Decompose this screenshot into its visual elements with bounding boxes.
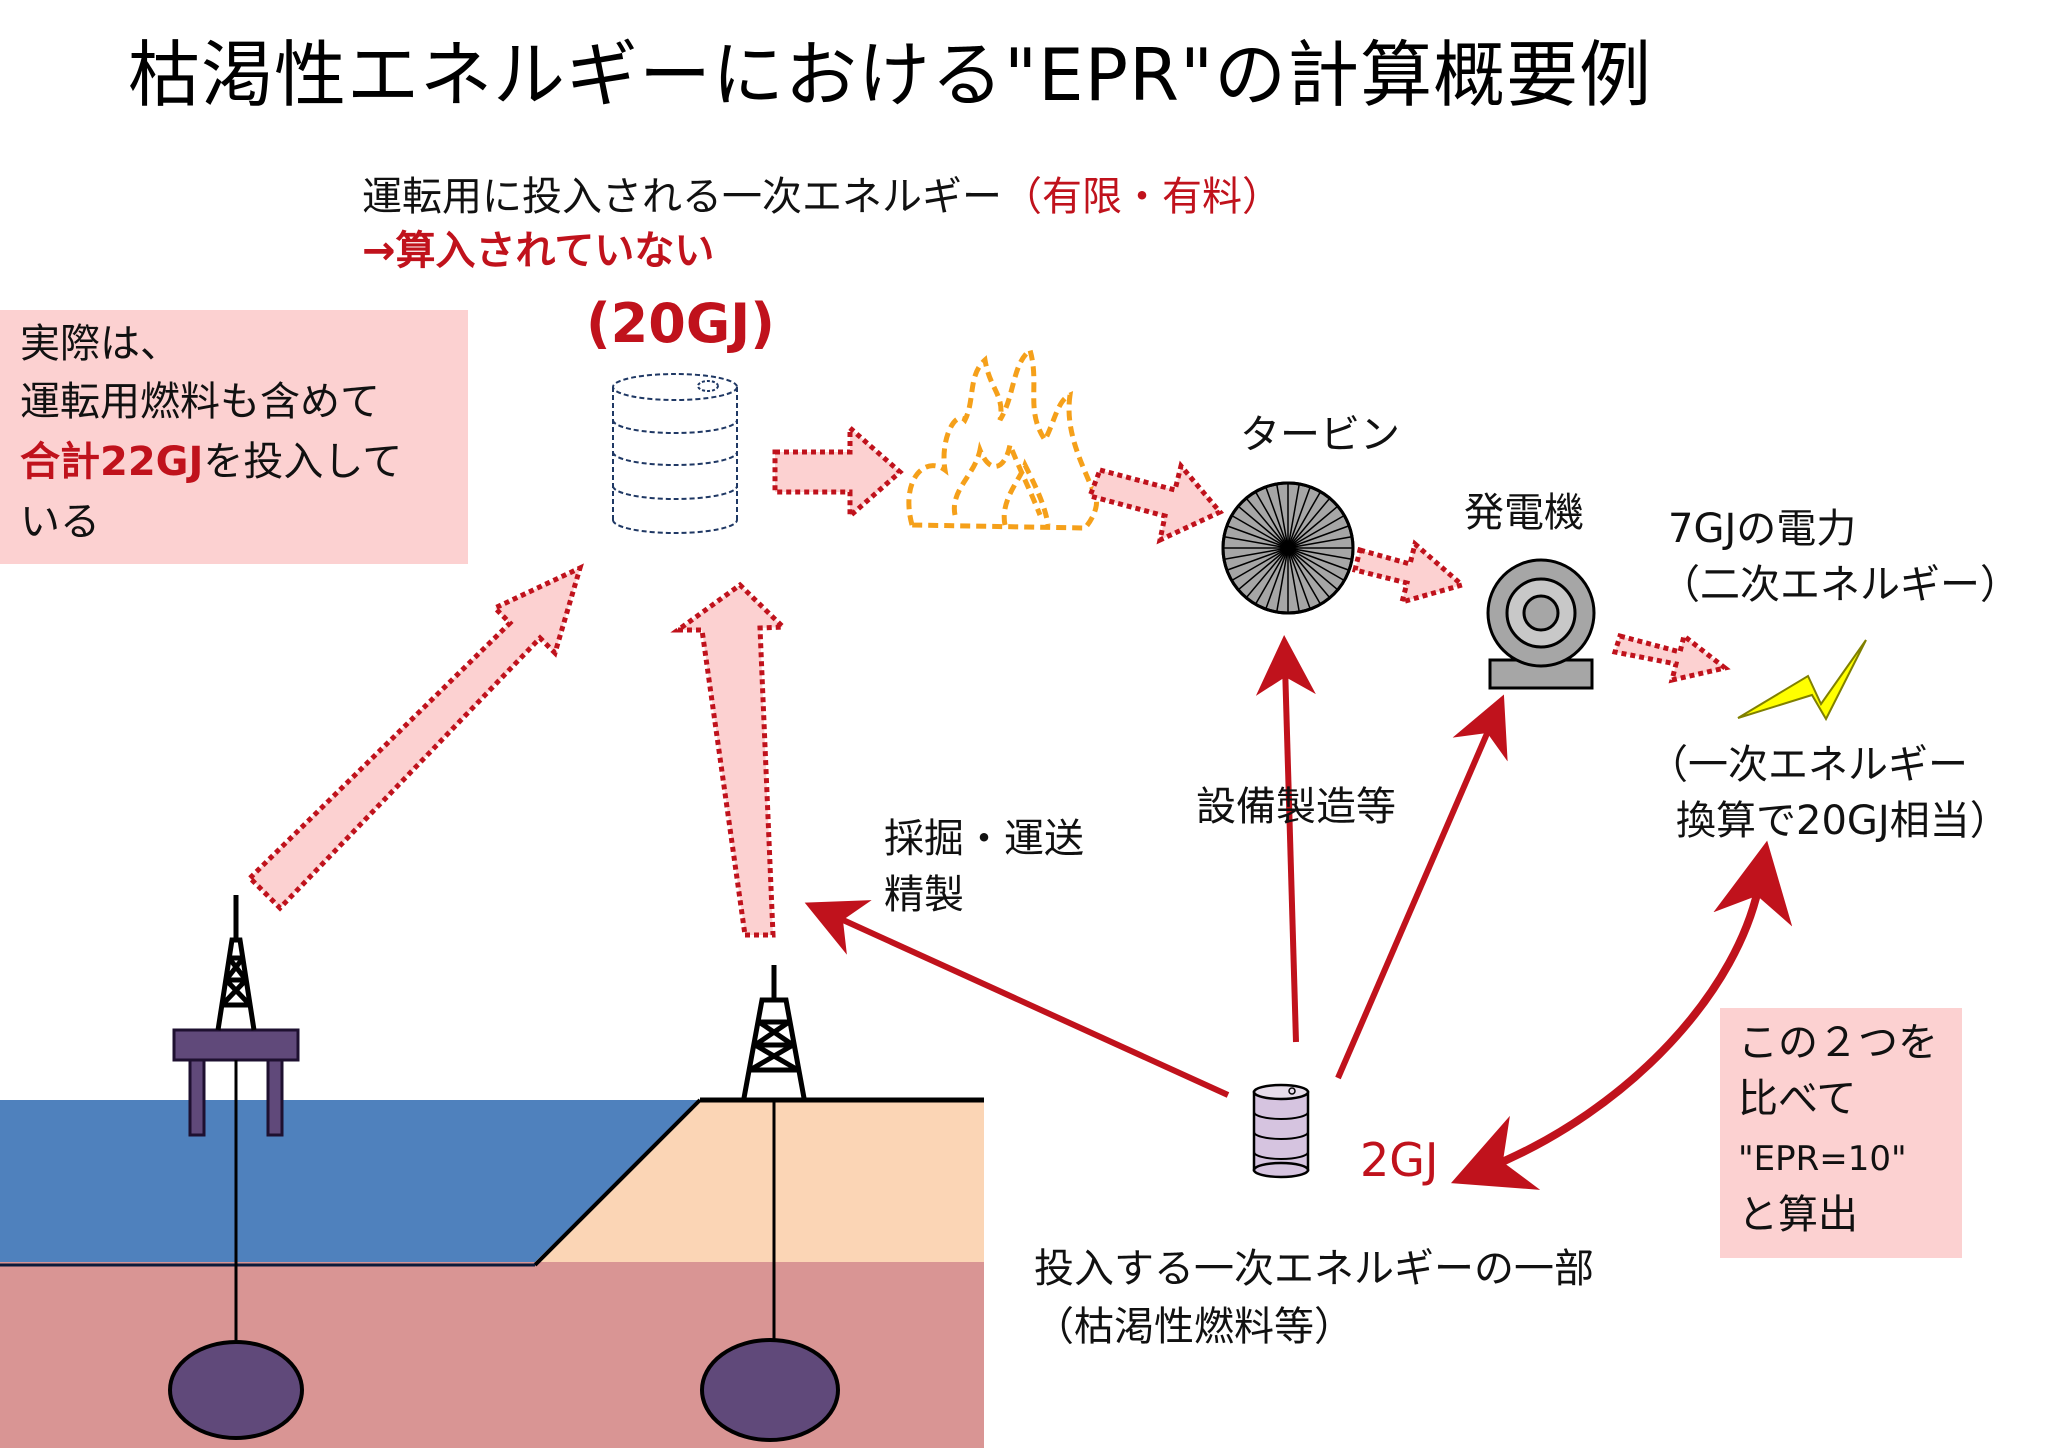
turbine-spoke bbox=[1224, 536, 1289, 549]
turbine-label: タービン bbox=[1240, 412, 1400, 458]
oil-reservoir-right bbox=[700, 1338, 840, 1442]
comparison-double-arrow bbox=[1450, 840, 1793, 1190]
flow-arrows bbox=[246, 422, 1731, 938]
arrow-to-mining bbox=[804, 900, 1230, 1098]
secondary-energy-label: （二次エネルギー） bbox=[1660, 562, 2020, 608]
turbine-spoke bbox=[1246, 498, 1289, 549]
turbine-spoke bbox=[1287, 515, 1344, 549]
epr-note-line1: この２つを bbox=[1738, 1020, 1938, 1066]
actual-note-box: 実際は、 運転用燃料も含めて 合計22GJを投入して いる bbox=[0, 310, 468, 564]
offshore-platform-icon bbox=[168, 895, 304, 1440]
epr-note-line4: と算出 bbox=[1738, 1192, 1858, 1238]
flow-arrow-flame-to-turbine bbox=[1086, 460, 1225, 545]
turbine-spoke bbox=[1227, 547, 1289, 571]
input-energy-label-line2: （枯渇性燃料等） bbox=[1034, 1304, 1354, 1350]
turbine-spoke bbox=[1265, 547, 1289, 609]
epr-note-line3: "EPR=10" bbox=[1738, 1139, 1907, 1179]
turbine-spoke bbox=[1246, 547, 1289, 598]
flame-icon bbox=[906, 345, 1100, 531]
actual-note-line3-rest: を投入して bbox=[203, 439, 403, 485]
sea-area bbox=[0, 1100, 700, 1262]
operation-energy-value: (20GJ) bbox=[586, 292, 775, 355]
turbine-spoke bbox=[1287, 547, 1300, 612]
mining-transport-label: 採掘・運送 bbox=[884, 816, 1084, 862]
turbine-spoke bbox=[1287, 547, 1352, 560]
turbine-spoke bbox=[1227, 525, 1289, 549]
actual-note-line4: いる bbox=[20, 499, 100, 545]
turbine-spoke bbox=[1276, 547, 1289, 612]
turbine-spoke bbox=[1224, 547, 1289, 560]
oil-reservoir-left bbox=[168, 1340, 304, 1440]
flow-arrow-tank-to-flame bbox=[772, 422, 904, 522]
turbine-spoke bbox=[1287, 547, 1338, 590]
epr-result-box: この２つを 比べて "EPR=10" と算出 bbox=[1720, 1008, 1962, 1258]
lightning-icon bbox=[1737, 639, 1867, 722]
turbine-spoke bbox=[1287, 536, 1352, 549]
input-energy-label-line1: 投入する一次エネルギーの一部 bbox=[1034, 1246, 1594, 1292]
equipment-drum-icon bbox=[1252, 1083, 1310, 1179]
primary-equivalent-line1: （一次エネルギー bbox=[1648, 742, 1968, 788]
turbine-spoke bbox=[1287, 547, 1349, 571]
actual-note-line3: 合計22GJを投入して bbox=[20, 438, 402, 486]
epr-note-line2: 比べて bbox=[1738, 1076, 1857, 1122]
turbine-spoke bbox=[1287, 547, 1344, 581]
turbine-spoke bbox=[1232, 515, 1289, 549]
operation-energy-note: （有限・有料） bbox=[1002, 174, 1282, 220]
arrow-to-generator bbox=[1335, 694, 1508, 1080]
turbine-spoke bbox=[1232, 547, 1289, 581]
generator-label: 発電機 bbox=[1464, 490, 1584, 536]
not-counted-label: →算入されていない bbox=[362, 228, 715, 274]
input-arrows bbox=[804, 635, 1793, 1190]
actual-note-line1: 実際は、 bbox=[20, 321, 180, 367]
turbine-spoke bbox=[1287, 487, 1311, 549]
bedrock-layer bbox=[0, 1262, 984, 1448]
equipment-manufacture-label: 設備製造等 bbox=[1196, 784, 1396, 830]
turbine-spoke bbox=[1276, 484, 1289, 549]
turbine-spoke bbox=[1287, 484, 1300, 549]
turbine-spoke bbox=[1287, 547, 1321, 604]
land-area bbox=[535, 1100, 984, 1262]
actual-note-line2: 運転用燃料も含めて bbox=[20, 379, 380, 425]
fuel-tank-icon bbox=[612, 373, 738, 534]
seabed-line bbox=[533, 1098, 702, 1267]
turbine-spoke bbox=[1238, 547, 1289, 590]
turbine-spoke bbox=[1238, 506, 1289, 549]
arrow-to-turbine bbox=[1255, 635, 1316, 1043]
turbine-spoke bbox=[1265, 487, 1289, 549]
onshore-derrick-icon bbox=[700, 965, 840, 1442]
turbine-spoke bbox=[1287, 506, 1338, 549]
page-title: 枯渇性エネルギーにおける"EPR"の計算概要例 bbox=[128, 33, 1653, 117]
turbine-spoke bbox=[1287, 547, 1330, 598]
flow-arrow-platform-to-tank bbox=[246, 563, 584, 912]
actual-note-highlight: 合計22GJ bbox=[20, 439, 204, 485]
power-output-label: 7GJの電力 bbox=[1668, 506, 1857, 552]
flow-arrow-generator-to-power bbox=[1611, 631, 1731, 684]
primary-equivalent-line2: 換算で20GJ相当） bbox=[1676, 798, 2010, 844]
generator-icon bbox=[1486, 558, 1596, 690]
refining-label: 精製 bbox=[884, 872, 964, 918]
turbine-spoke bbox=[1255, 492, 1289, 549]
turbine-spoke bbox=[1287, 547, 1311, 609]
operation-energy-label: 運転用に投入される一次エネルギー（有限・有料） bbox=[362, 172, 1282, 222]
input-energy-value: 2GJ bbox=[1360, 1133, 1439, 1187]
turbine-spoke bbox=[1287, 492, 1321, 549]
turbine-icon bbox=[1221, 481, 1355, 615]
turbine-spoke bbox=[1255, 547, 1289, 604]
turbine-spoke bbox=[1287, 498, 1330, 549]
operation-energy-text: 運転用に投入される一次エネルギー bbox=[362, 174, 1002, 220]
turbine-spoke bbox=[1287, 525, 1349, 549]
flow-arrow-turbine-to-generator bbox=[1351, 539, 1468, 606]
flow-arrow-derrick-to-tank bbox=[670, 581, 789, 938]
